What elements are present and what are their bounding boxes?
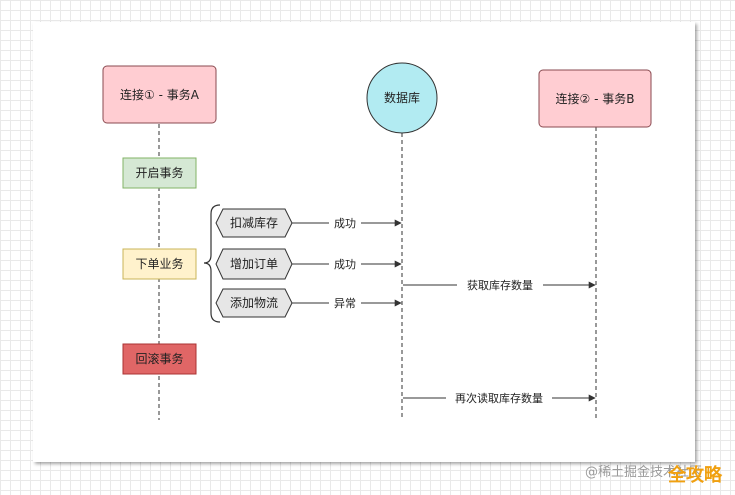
step-business: 下单业务 bbox=[122, 248, 197, 280]
step-begin: 开启事务 bbox=[122, 157, 197, 189]
participant-conn-a-label: 连接① - 事务A bbox=[120, 87, 200, 102]
message-deduct-label: 成功 bbox=[334, 217, 356, 230]
step-business-label: 下单业务 bbox=[135, 256, 183, 271]
op-add-logistics-label: 添加物流 bbox=[230, 296, 278, 310]
participant-db: 数据库 bbox=[366, 62, 438, 134]
message-add-logistics-label: 异常 bbox=[334, 297, 356, 310]
message-add-order: 成功 bbox=[292, 257, 402, 271]
message-read-stock-label: 获取库存数量 bbox=[467, 278, 533, 292]
message-reread-stock-label: 再次读取库存数量 bbox=[455, 391, 543, 405]
message-reread-stock: 再次读取库存数量 bbox=[403, 391, 596, 405]
participant-conn-b-label: 连接② - 事务B bbox=[556, 91, 635, 106]
participant-db-label: 数据库 bbox=[384, 90, 420, 105]
participant-conn-b: 连接② - 事务B bbox=[538, 69, 652, 128]
message-add-order-label: 成功 bbox=[334, 258, 356, 271]
message-read-stock: 获取库存数量 bbox=[403, 278, 596, 292]
watermark-text: @稀土掘金技术社区 bbox=[585, 464, 702, 480]
op-add-order-label: 增加订单 bbox=[230, 257, 278, 271]
op-deduct-stock-label: 扣减库存 bbox=[230, 215, 278, 230]
op-deduct-stock: 扣减库存 bbox=[215, 208, 293, 238]
operations-brace bbox=[203, 204, 221, 323]
watermark-brand: 全攻略 bbox=[667, 464, 723, 486]
op-add-order: 增加订单 bbox=[215, 248, 293, 280]
step-rollback: 回滚事务 bbox=[122, 343, 197, 375]
op-add-logistics: 添加物流 bbox=[215, 288, 293, 318]
message-deduct: 成功 bbox=[292, 216, 402, 230]
watermark: @稀土掘金技术社区 全攻略 bbox=[585, 464, 723, 486]
step-rollback-label: 回滚事务 bbox=[135, 351, 183, 366]
participant-conn-a: 连接① - 事务A bbox=[102, 65, 217, 124]
step-begin-label: 开启事务 bbox=[135, 165, 183, 180]
message-add-logistics: 异常 bbox=[292, 296, 402, 310]
